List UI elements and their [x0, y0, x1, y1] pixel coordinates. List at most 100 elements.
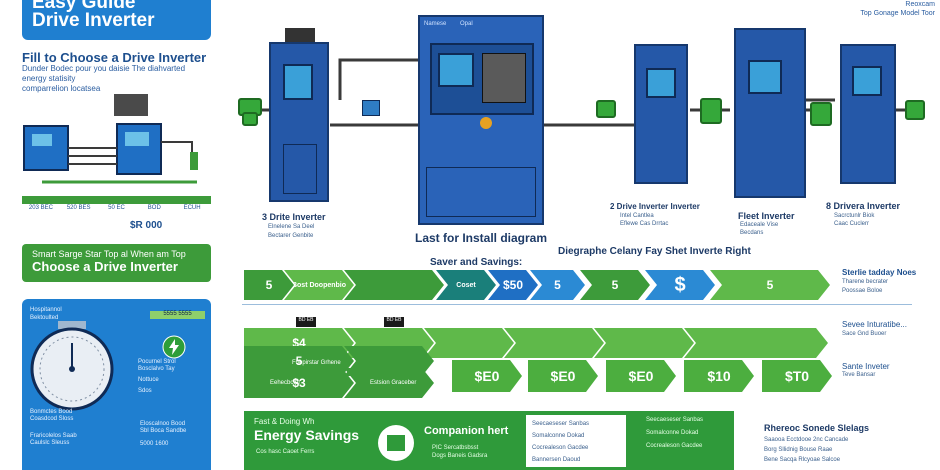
table-line: Cocrealeson Gacdee — [646, 443, 703, 449]
cabinet-right1-screen — [748, 60, 782, 94]
row1-step[interactable]: $ — [645, 270, 715, 300]
mini-diagram — [23, 94, 198, 184]
connector-mid — [596, 100, 616, 118]
savings-title: Saver and Savings: — [430, 257, 523, 268]
connector-right-2 — [810, 102, 832, 126]
diagram-title: Diegraphe Celany Fay Shet Inverte Right — [558, 246, 751, 257]
desc-line: comparrelion locatsea — [22, 84, 101, 93]
panel-text: Bosclalvo Tay — [138, 366, 175, 372]
panel-right-list: Pocurnel Strol Bosclalvo Tay Nottuce Sdo… — [138, 359, 208, 395]
cost-bar-top — [22, 196, 211, 204]
right2-cabinet-sub: Caac Cuclerr — [834, 221, 870, 227]
connector-far-right — [905, 100, 925, 120]
pipe-network — [240, 58, 920, 127]
energy-savings-panel: Fast & Doing Wh Energy Savings Cos hasc … — [244, 411, 734, 470]
results-line: Saaooa Ecctdooe 2nc Cancade — [764, 437, 849, 443]
connector-left-lower — [242, 112, 258, 126]
energy-icon-inner — [387, 435, 405, 451]
comparison-table: Seecaeseser Sanbas Somalconne Dokad Cocr… — [526, 415, 626, 467]
row1-divider — [242, 304, 912, 305]
cost-cell: ECUH — [183, 205, 201, 211]
cost-cell: 520 BES — [66, 205, 91, 211]
right2-cabinet-label: 8 Drivera Inverter — [826, 201, 901, 211]
row3-note-sub: Teve Bansar — [842, 372, 876, 378]
row1-step[interactable]: Coset — [436, 270, 496, 300]
mid-cabinet-sub: Intel Cantlea — [620, 213, 654, 219]
cost-cell: 50 EC — [108, 205, 125, 211]
panel-text: Pocurnel Strol — [138, 359, 176, 365]
right2-cabinet-sub: Sacrctunlr Biok — [834, 213, 875, 219]
price-chevron[interactable]: $T0 — [762, 360, 832, 392]
panel-tag-2: 5000 1600 — [140, 441, 169, 447]
cabinet-mid[interactable] — [634, 44, 688, 184]
price-chevron[interactable]: $E0 — [452, 360, 522, 392]
row1-step[interactable]: 5 — [530, 270, 585, 300]
center-brand-a: Namese — [424, 21, 447, 27]
cabinet-right-1[interactable] — [734, 28, 806, 198]
choose-banner[interactable]: Smart Sarge Star Top al When am Top Choo… — [22, 244, 211, 282]
row3-sub: Foopirstar Grhene — [292, 360, 341, 366]
gauge-panel: Hospitannol Bektoulted 5555 5555 Pocurne… — [22, 299, 211, 470]
gauge-dial — [30, 321, 114, 411]
cabinet-center[interactable]: Namese Opal — [418, 15, 544, 225]
right1-cabinet-label: Fleet Inverter — [738, 211, 795, 221]
cabinet-left-screen — [283, 64, 313, 100]
panel-text: Sdos — [138, 388, 152, 394]
top-note-line: Reoxcam — [905, 1, 935, 8]
guide-subtitle: Fill to Choose a Drive Inverter — [22, 50, 207, 65]
center-screen — [438, 53, 474, 87]
title-line-2: Drive Inverter — [32, 10, 155, 31]
banner-big-text: Choose a Drive Inverter — [32, 259, 178, 274]
panel-text: Fraricolelos Saab — [30, 433, 77, 439]
panel-tag: 5555 5555 — [150, 311, 205, 319]
left-cabinet-sub: Bectarer Genbite — [268, 233, 314, 239]
left-cabinet-label: 3 Drite Inverter — [262, 212, 326, 222]
energy-small: Fast & Doing Wh — [254, 417, 315, 426]
center-control-panel — [430, 43, 534, 115]
row4-sub: Eehecbcter — [270, 380, 301, 386]
center-caption: Last for Install diagram — [415, 231, 548, 245]
panel-text: Eloscalnoo Bood — [140, 421, 186, 427]
table-line: Bannersen Daoud — [532, 457, 581, 463]
price-chevron[interactable]: $E0 — [528, 360, 598, 392]
row1-step[interactable]: 5 — [244, 270, 294, 300]
cabinet-left[interactable] — [269, 28, 329, 202]
results-line: Borg Sllidnig Bouse Raae — [764, 447, 833, 453]
row2-note: Sevee Inturatibe... — [842, 320, 907, 329]
table-line: Seecaeseser Sanbas — [532, 421, 590, 427]
top-note-line: Top Gonage Model Toor — [860, 10, 935, 17]
row1-note-sub: Poossae Boloe — [842, 288, 883, 294]
row2-badge: BD EB — [296, 317, 316, 327]
row3-note: Sante Inveter — [842, 362, 890, 371]
center-base — [426, 167, 536, 217]
cabinet-right-2[interactable] — [840, 44, 896, 184]
mini-inverter-left — [23, 125, 69, 171]
row1-step[interactable]: Bost Doopenbio — [284, 270, 354, 300]
table-line: Somalconne Dokad — [532, 433, 585, 439]
results-title: Rhereoc Sonede Slelags — [764, 423, 870, 433]
cost-cell: 203 BEC — [28, 205, 53, 211]
energy-footer: Cos hasc Caoet Ferrs — [256, 449, 315, 455]
cabinet-left-vents — [283, 144, 317, 194]
cost-cell: BOD — [147, 205, 161, 211]
price-chevron[interactable]: $E0 — [606, 360, 676, 392]
panel-left-list: Bonmctes Bood Coasdcod Sloss Fraricolelo… — [30, 409, 130, 447]
price-tag: $R 000 — [130, 220, 163, 231]
comparison-notes: Seecaeseser Sanbas Somalconne Dokad Cocr… — [646, 417, 728, 467]
guide-description: Dunder Bodec pour you daisie The diahvar… — [22, 64, 212, 94]
row2-bar — [594, 328, 694, 358]
mid-cabinet-sub: Eflewe Cas Drrtac — [620, 221, 669, 227]
row1-step[interactable]: 5 — [580, 270, 650, 300]
price-chevron[interactable]: $10 — [684, 360, 754, 392]
panel-text: Sbl Boca Sandbe — [140, 428, 187, 434]
guide-title-box: Easy Guide Drive Inverter — [22, 0, 211, 40]
row4-sub: Estsion Graceber — [370, 380, 417, 386]
cabinet-left-top-box — [285, 28, 315, 42]
results-line: Bene Sacqa Rlcyoae Salcoe — [764, 457, 841, 463]
gauge-ticks — [39, 336, 105, 402]
panel-right-list-2: Eloscalnoo Bood Sbl Boca Sandbe 5000 160… — [140, 421, 206, 448]
row4-step[interactable]: $3 — [244, 368, 354, 398]
row1-step[interactable]: 5 — [710, 270, 830, 300]
mini-screen-right — [125, 132, 149, 146]
panel-text: Bonmctes Bood — [30, 409, 73, 415]
